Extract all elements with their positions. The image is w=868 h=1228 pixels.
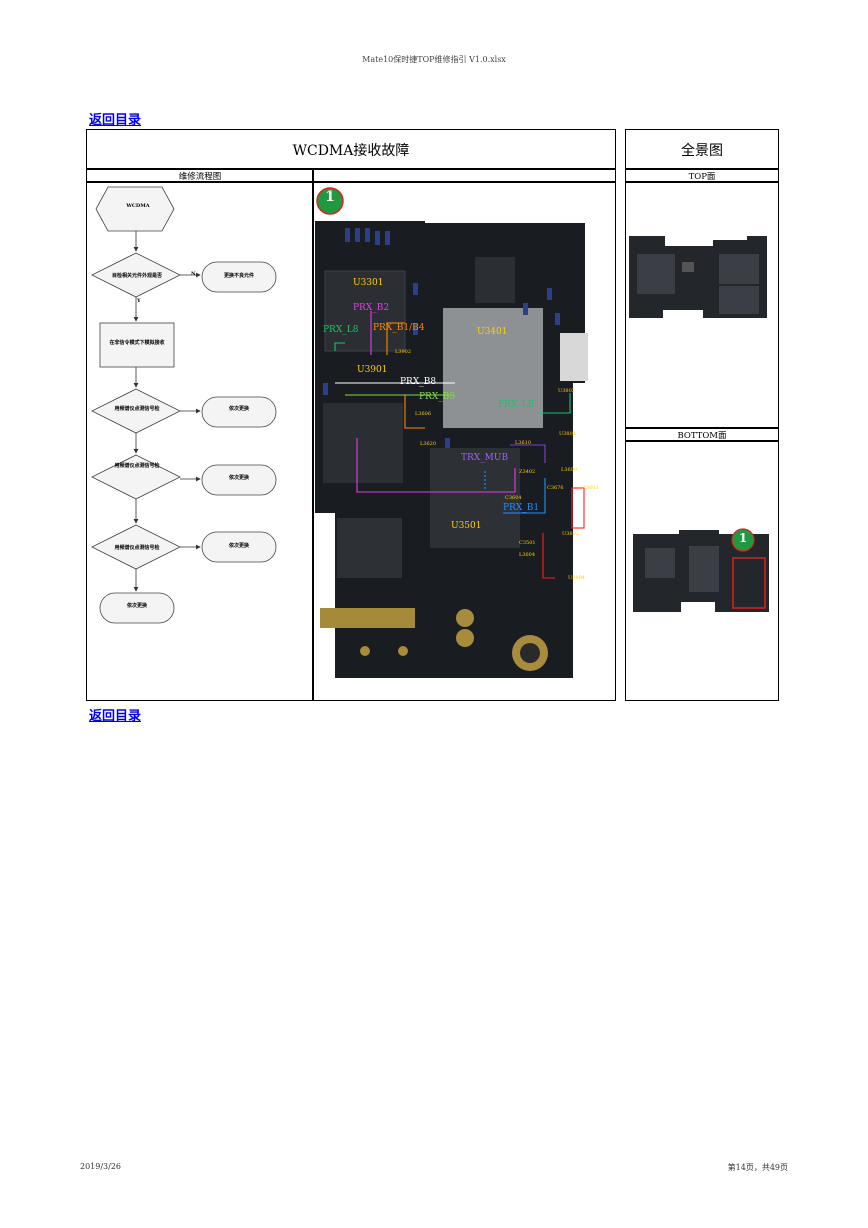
result-3 [201,464,277,496]
label-u3801: U3801 [559,431,576,437]
back-to-index-link[interactable]: 返回目录 [89,113,142,128]
end-terminal [99,592,175,624]
flow-d3-label: 用频谱仪点测信号检 [114,463,160,469]
chip-u3301: U3301 [353,278,384,288]
flow-d4-label: 用频谱仪点测信号检 [114,545,160,551]
signal-prx-b2: PRX_B2 [353,303,390,313]
signal-prx-lb: PRX_LB [498,400,535,410]
flow-d2-label: 用频谱仪点测信号检 [114,406,160,412]
flow-d1-label: 目检相关元件外观是否 [111,273,162,279]
bottom-label: BOTTOM面 [625,427,779,442]
footer-page: 第14页，共49页 [727,1163,788,1172]
process-1 [99,322,175,368]
signal-prx-l8: PRX_L8 [323,325,359,335]
yes-label: Y [137,298,141,304]
no-label: N [191,271,196,277]
label-l3604: L3604 [519,552,536,558]
signal-prx-b1: PRX_B1 [503,503,540,513]
start-hexagon [95,186,175,232]
signal-trx-mub: TRX_MUB [461,453,509,463]
label-l3609: L3609 [561,467,578,473]
flow-header: 维修流程图 [178,171,222,182]
label-c3501: C3501 [519,540,536,546]
flow-end-label: 依次更换 [126,603,147,609]
label-c3603: C3603 [582,485,599,491]
flow-p1-label: 在非信令模式下模拟接收 [109,340,165,346]
flow-start-label: WCDMA [126,203,150,209]
result-1 [201,261,277,293]
label-z3402: Z3402 [519,469,536,475]
fault-title: WCDMA接收故障 [86,129,616,170]
label-u3804: U3804 [568,575,585,581]
flow-r4-label: 依次更换 [228,543,249,549]
top-label: TOP面 [625,168,779,183]
top-view-cell [625,181,779,429]
flowchart-cell [86,181,314,701]
file-name-header: Mate10保时捷TOP维修指引 V1.0.xlsx [362,55,506,64]
label-l3902: L3902 [395,349,412,355]
board-image-cell [312,181,616,701]
back-to-index-link-bottom[interactable]: 返回目录 [89,709,142,724]
result-2 [201,396,277,428]
signal-prx-b1b4: PRX_B1/B4 [373,323,425,333]
flow-r1-label: 更换不良元件 [223,273,254,279]
result-4 [201,531,277,563]
flow-r2-label: 依次更换 [228,406,249,412]
bottom-view-cell [625,440,779,701]
board-marker: 1 [325,189,335,205]
board-header-cell [312,168,616,183]
signal-prx-b5: PRX_B5 [419,392,456,402]
footer-date: 2019/3/26 [80,1162,122,1171]
bottom-marker: 1 [738,531,748,545]
label-u3802-a: U3802 [558,388,575,394]
flow-r3-label: 依次更换 [228,475,249,481]
board-diagram [315,183,615,678]
label-u3802-b: U3802 [562,531,579,537]
fault-title-text: WCDMA接收故障 [292,142,410,159]
chip-u3401: U3401 [477,327,508,337]
chip-u3901: U3901 [357,365,388,375]
label-l3620: L3620 [420,441,437,447]
board-photo: 1 U3301 U3401 U3901 U3501 PRX_B2 PRX_B1/… [315,183,615,678]
bottom-board-thumbnail [633,528,769,612]
panorama-title-cell: 全景图 [625,129,779,170]
flowchart [91,186,277,624]
panorama-title: 全景图 [681,142,723,159]
label-c3676: C3676 [547,485,564,491]
label-l3610: L3610 [515,440,532,446]
label-l3606: L3606 [415,411,432,417]
chip-u3501: U3501 [451,521,482,531]
flow-header-cell: 维修流程图 [86,168,314,183]
label-c3604: C3604 [505,495,522,501]
top-board-thumbnail [629,236,767,318]
signal-prx-b8: PRX_B8 [400,377,437,387]
